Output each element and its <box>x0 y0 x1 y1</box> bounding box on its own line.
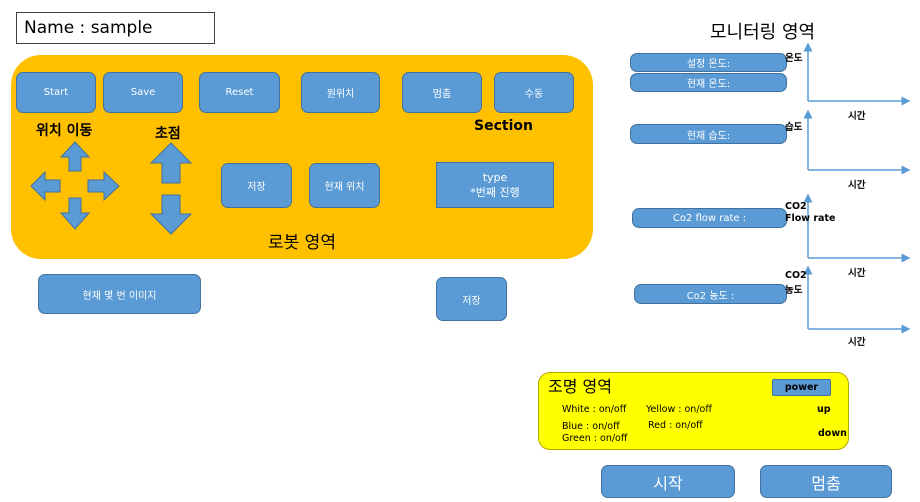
robot-stop-button-label: 멈춤 <box>432 89 452 100</box>
current-temperature-field: 현재 온도: <box>630 73 787 92</box>
robot-stop-button[interactable]: 멈춤 <box>402 72 482 113</box>
focus-down-icon[interactable] <box>149 194 193 235</box>
reset-button[interactable]: Reset <box>199 72 280 113</box>
type-label: type <box>482 170 508 184</box>
robot-save-button[interactable]: 저장 <box>221 163 292 208</box>
section-label: Section <box>474 118 533 134</box>
robot-save-button-label: 저장 <box>247 182 266 193</box>
co2-concentration-field: Co2 농도 : <box>634 284 787 304</box>
save-button[interactable]: Save <box>103 72 183 113</box>
co2-flow-rate-field: Co2 flow rate : <box>632 208 787 228</box>
current-humidity-label: 현재 습도: <box>686 130 731 142</box>
flow-chart-ylabel-1: CO2 <box>785 201 807 212</box>
position-move-label: 위치 이동 <box>36 123 93 139</box>
temp-chart-xlabel: 시간 <box>848 111 866 122</box>
humidity-chart-xlabel: 시간 <box>848 180 866 191</box>
manual-button[interactable]: 수동 <box>494 72 574 113</box>
home-position-button-label: 원위치 <box>326 89 355 100</box>
start-button-label: Start <box>43 87 69 98</box>
type-progress-label: *번째 진행 <box>470 185 520 199</box>
main-start-button-label: 시작 <box>653 473 683 493</box>
start-button[interactable]: Start <box>16 72 96 113</box>
white-light-toggle[interactable]: White : on/off <box>562 404 627 415</box>
set-temperature-label: 설정 온도: <box>686 59 731 70</box>
light-down-label: down <box>818 428 847 439</box>
flow-chart-xlabel: 시간 <box>848 268 866 279</box>
current-temperature-label: 현재 온도: <box>686 79 731 90</box>
current-position-button-label: 현재 위치 <box>324 182 365 193</box>
conc-chart-ylabel-1: CO2 <box>785 270 807 281</box>
set-temperature-field: 설정 온도: <box>630 53 787 72</box>
arrow-left-icon[interactable] <box>30 170 61 202</box>
conc-chart-ylabel-2: 농도 <box>785 285 803 296</box>
manual-button-label: 수동 <box>524 89 544 100</box>
light-up-label: up <box>817 404 831 415</box>
green-light-toggle[interactable]: Green : on/off <box>562 433 628 444</box>
main-stop-button-label: 멈춤 <box>811 473 841 493</box>
save-button-label: Save <box>130 87 156 98</box>
power-button[interactable]: power <box>772 379 831 396</box>
humidity-chart-ylabel: 습도 <box>785 122 803 133</box>
current-image-button[interactable]: 현재 몇 번 이미지 <box>38 274 201 314</box>
co2-flow-rate-label: Co2 flow rate : <box>672 212 747 224</box>
lighting-title: 조명 영역 <box>548 377 612 396</box>
arrow-down-icon[interactable] <box>59 197 91 230</box>
main-stop-button[interactable]: 멈춤 <box>760 465 892 498</box>
name-field[interactable]: Name : sample <box>16 12 215 44</box>
image-save-button-label: 저장 <box>462 295 481 307</box>
home-position-button[interactable]: 원위치 <box>301 72 380 113</box>
arrow-up-icon[interactable] <box>59 141 91 172</box>
co2-concentration-label: Co2 농도 : <box>686 290 735 302</box>
flow-chart-ylabel-2: Flow rate <box>785 213 836 224</box>
image-save-button[interactable]: 저장 <box>436 277 507 321</box>
monitoring-title: 모니터링 영역 <box>710 22 816 43</box>
current-humidity-field: 현재 습도: <box>630 124 787 144</box>
type-progress-box: type *번째 진행 <box>436 162 554 208</box>
red-light-toggle[interactable]: Red : on/off <box>648 420 703 431</box>
focus-up-icon[interactable] <box>149 142 193 184</box>
name-text: Name : sample <box>24 18 153 38</box>
blue-light-toggle[interactable]: Blue : on/off <box>562 421 620 432</box>
conc-chart-xlabel: 시간 <box>848 337 866 348</box>
robot-area-title: 로봇 영역 <box>268 233 336 253</box>
reset-button-label: Reset <box>225 87 254 98</box>
current-image-button-label: 현재 몇 번 이미지 <box>82 290 157 302</box>
focus-label: 초점 <box>155 126 181 142</box>
power-button-label: power <box>784 382 819 393</box>
current-position-button[interactable]: 현재 위치 <box>309 163 380 208</box>
arrow-right-icon[interactable] <box>87 170 120 202</box>
main-start-button[interactable]: 시작 <box>601 465 735 498</box>
yellow-light-toggle[interactable]: Yellow : on/off <box>646 404 712 415</box>
temp-chart-ylabel: 온도 <box>785 53 803 64</box>
